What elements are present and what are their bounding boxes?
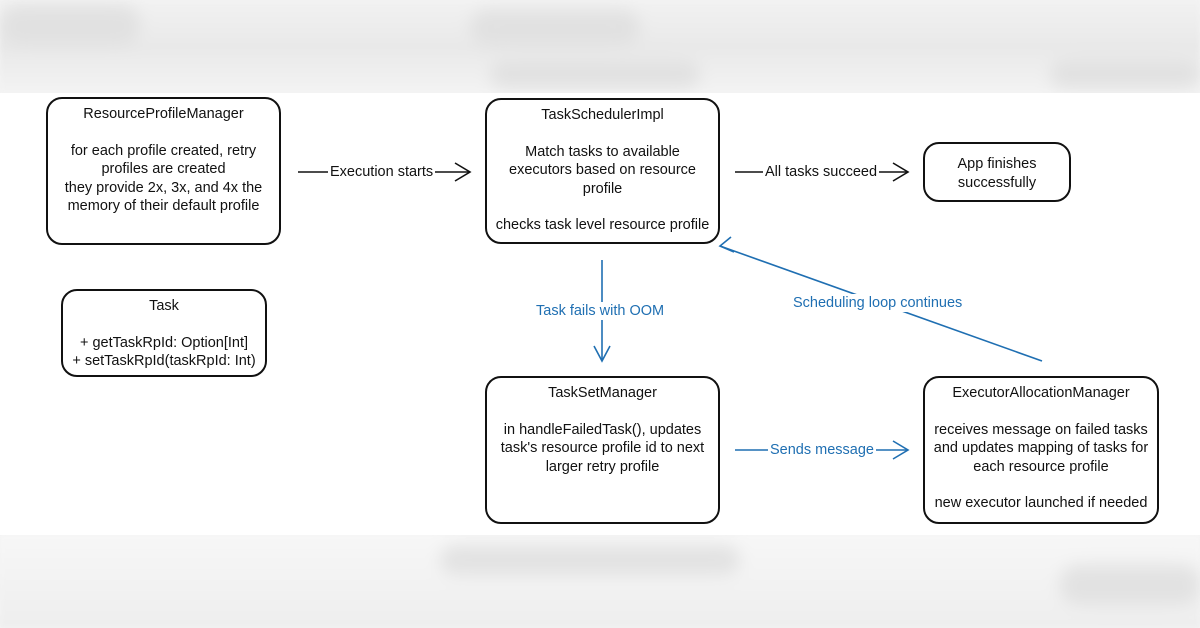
node-text-line: receives message on failed tasks [934,421,1148,438]
blurred-backdrop-top [0,0,1200,93]
node-title: TaskSchedulerImpl [541,107,664,123]
node-text-line: profiles are created [101,161,226,177]
edge-label-sends-message: Sends message [768,441,876,459]
node-resource-profile-manager: ResourceProfileManager for each profile … [46,97,281,245]
node-text-line: larger retry profile [545,458,660,475]
node-text-line: memory of their default profile [67,198,260,214]
diagram-canvas: Execution starts All tasks succeed Task … [0,93,1200,535]
node-text-line: and updates mapping of tasks for [933,440,1149,456]
node-text-line: each resource profile [973,458,1109,475]
node-app-finishes: App finishes successfully [923,142,1071,202]
blurred-backdrop-bottom [0,535,1200,628]
node-text-line: profile [582,180,623,197]
node-text-line: new executor launched if needed [934,495,1148,511]
node-text-line: task's resource profile id to next [500,440,705,456]
edge-sends-message-arrowhead [892,440,910,460]
edge-task-fails-oom-arrowhead [593,345,611,363]
node-title: Task [149,298,179,314]
node-text-line: executors based on resource [509,162,696,178]
node-text-line: in handleFailedTask(), updates [503,421,702,438]
node-task-scheduler-impl: TaskSchedulerImpl Match tasks to availab… [485,98,720,244]
node-text-line: for each profile created, retry [70,142,257,159]
edge-label-task-fails-oom: Task fails with OOM [534,302,667,320]
node-task-set-manager: TaskSetManager in handleFailedTask(), up… [485,376,720,524]
node-executor-allocation-manager: ExecutorAllocationManager receives messa… [923,376,1159,524]
node-title: ExecutorAllocationManager [952,385,1130,401]
node-text-line: they provide 2x, 3x, and 4x the [64,179,263,196]
edge-label-scheduling-loop: Scheduling loop continues [791,294,965,312]
node-text-line: + setTaskRpId(taskRpId: Int) [72,353,256,369]
node-task: Task + getTaskRpId: Option[Int] + setTas… [61,289,267,377]
node-title: TaskSetManager [548,385,657,401]
node-text-line: + getTaskRpId: Option[Int] [79,334,249,351]
node-title: ResourceProfileManager [83,106,244,122]
node-text-line: App finishes [957,156,1037,172]
edge-label-all-tasks-succeed: All tasks succeed [763,163,880,181]
edge-scheduling-loop-arrowhead [718,236,735,253]
edge-label-execution-starts: Execution starts [328,163,436,181]
node-text-line: Match tasks to available [525,143,680,160]
edge-all-tasks-succeed-arrowhead [892,162,910,182]
node-text-line: checks task level resource profile [495,217,710,233]
edge-execution-starts-arrowhead [454,162,472,182]
node-text-line: successfully [957,174,1037,191]
